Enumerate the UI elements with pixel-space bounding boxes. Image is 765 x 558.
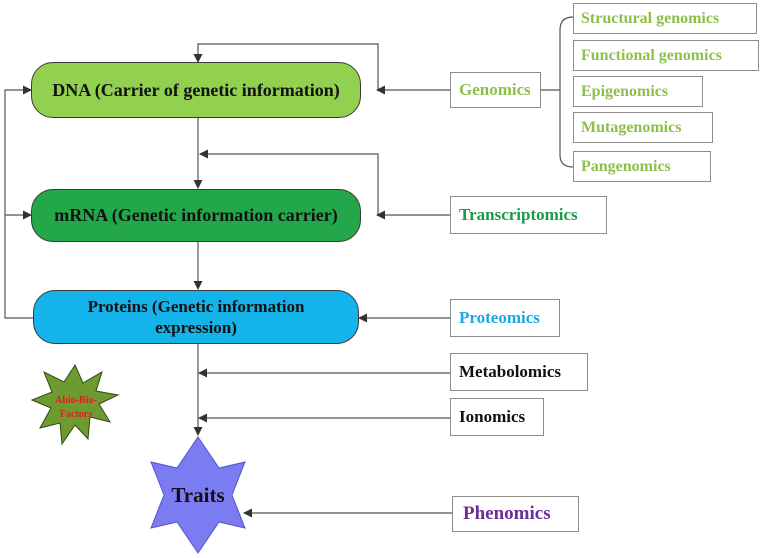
genomics-branch-pangenomics: Pangenomics xyxy=(573,151,711,182)
transcriptomics-box: Transcriptomics xyxy=(450,196,607,234)
mrna-node: mRNA (Genetic information carrier) xyxy=(31,189,361,242)
genomics-label: Genomics xyxy=(459,80,531,99)
ionomics-box: Ionomics xyxy=(450,398,544,436)
functional-genomics-label: Functional genomics xyxy=(581,46,722,64)
genomics-branch-epigenomics: Epigenomics xyxy=(573,76,703,107)
metabolomics-box: Metabolomics xyxy=(450,353,588,391)
dna-label: DNA (Carrier of genetic information) xyxy=(52,79,340,100)
traits-text: Traits xyxy=(171,483,225,507)
phenomics-box: Phenomics xyxy=(452,496,579,532)
mrna-loop-arrow xyxy=(199,149,379,215)
structural-genomics-label: Structural genomics xyxy=(581,9,720,27)
transcriptomics-label: Transcriptomics xyxy=(459,205,578,224)
proteomics-box: Proteomics xyxy=(450,299,560,337)
abio-bio-factors-label: Abio-Bio- Factors xyxy=(40,394,112,422)
abio-label-line1: Abio-Bio- xyxy=(55,395,97,406)
pangenomics-label: Pangenomics xyxy=(581,157,671,175)
genomics-bracket xyxy=(559,16,574,168)
mrna-label: mRNA (Genetic information carrier) xyxy=(54,205,338,226)
dna-node: DNA (Carrier of genetic information) xyxy=(31,62,361,118)
abio-label-line2: Factors xyxy=(59,409,93,420)
genomics-box: Genomics xyxy=(450,72,541,108)
genomics-branch-mutagenomics: Mutagenomics xyxy=(573,112,713,143)
metabolomics-label: Metabolomics xyxy=(459,362,561,381)
mutagenomics-label: Mutagenomics xyxy=(581,118,682,136)
ionomics-label: Ionomics xyxy=(459,407,526,426)
traits-label: Traits xyxy=(158,483,238,508)
dna-loop-arrow xyxy=(193,43,379,90)
protein-to-dna-feedback xyxy=(4,85,33,319)
traits-star xyxy=(150,436,246,554)
proteomics-label: Proteomics xyxy=(459,308,540,327)
epigenomics-label: Epigenomics xyxy=(581,82,669,100)
proteins-label: Proteins (Genetic information expression… xyxy=(87,296,305,337)
phenomics-label: Phenomics xyxy=(463,503,551,524)
genomics-branch-structural: Structural genomics xyxy=(573,3,757,34)
abio-bio-factors-star xyxy=(30,363,120,446)
proteins-node: Proteins (Genetic information expression… xyxy=(33,290,359,344)
genomics-branch-functional: Functional genomics xyxy=(573,40,759,71)
